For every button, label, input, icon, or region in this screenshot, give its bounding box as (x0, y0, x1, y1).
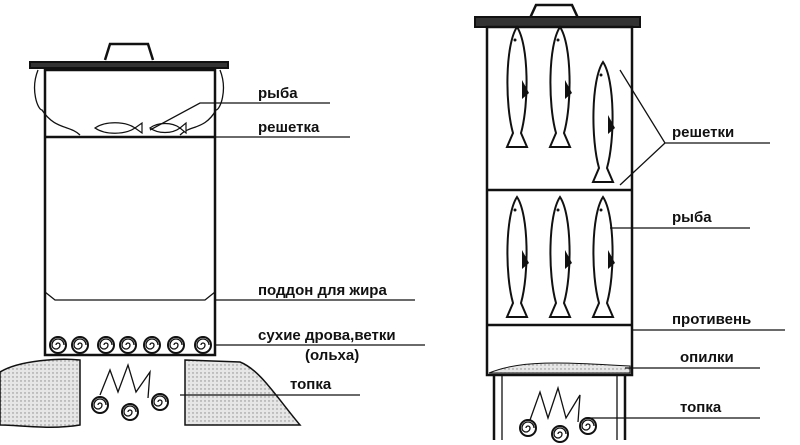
fire-icon-right (519, 385, 597, 443)
label-grate: решетка (258, 119, 320, 136)
fire-icon (91, 362, 169, 421)
left-smoker: рыба решетка поддон для жира сухие дрова… (0, 42, 425, 428)
label-sawdust: опилки (680, 349, 734, 366)
label-wood: сухие дрова,ветки (258, 327, 396, 344)
label-grates: решетки (672, 124, 734, 141)
fat-tray (44, 291, 216, 301)
leader-fish (149, 102, 330, 131)
label-firebox-right: топка (680, 399, 722, 416)
ground-mound-right (184, 359, 302, 426)
barrel-body (43, 68, 217, 357)
leader-grates (619, 69, 770, 186)
label-firebox-left: топка (290, 376, 332, 393)
hanging-fish (506, 26, 616, 318)
right-smoker: решетки рыба противень опилки топка (474, 3, 785, 443)
lid-right (474, 16, 641, 28)
firewood-logs (49, 336, 212, 354)
label-fish-left: рыба (258, 85, 298, 102)
ground-mound-left (0, 358, 81, 428)
sawdust (488, 362, 631, 374)
lid (29, 61, 229, 69)
label-tray: противень (672, 311, 751, 328)
label-fish-right: рыба (672, 209, 712, 226)
label-wood-note: (ольха) (305, 347, 359, 364)
fish-on-grate (93, 121, 187, 135)
lid-handle-right (528, 3, 580, 19)
label-fat-tray: поддон для жира (258, 282, 387, 299)
lid-handle (103, 42, 155, 61)
